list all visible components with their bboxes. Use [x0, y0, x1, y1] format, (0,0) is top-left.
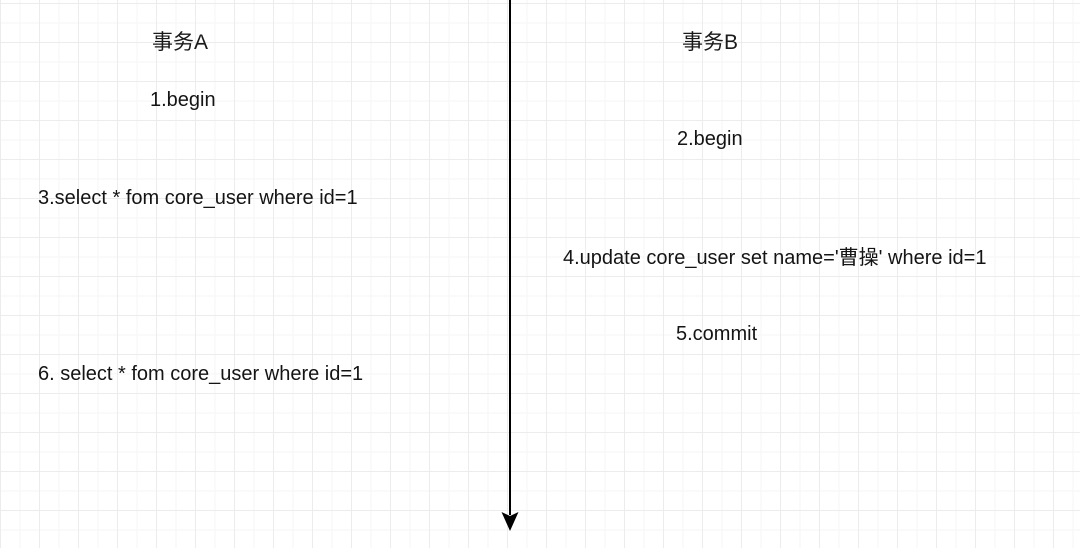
timeline-arrow	[501, 0, 519, 531]
lane-title-transaction-b: 事务B	[682, 31, 739, 54]
lane-title-transaction-a: 事务A	[152, 31, 209, 54]
step-2-begin: 2.begin	[677, 128, 743, 150]
step-1-begin: 1.begin	[150, 89, 216, 111]
step-6-select: 6. select * fom core_user where id=1	[38, 363, 364, 385]
step-4-update: 4.update core_user set name='曹操' where i…	[563, 247, 987, 269]
timeline-arrowhead	[501, 512, 519, 531]
step-3-select: 3.select * fom core_user where id=1	[38, 187, 358, 209]
step-5-commit: 5.commit	[676, 323, 758, 345]
